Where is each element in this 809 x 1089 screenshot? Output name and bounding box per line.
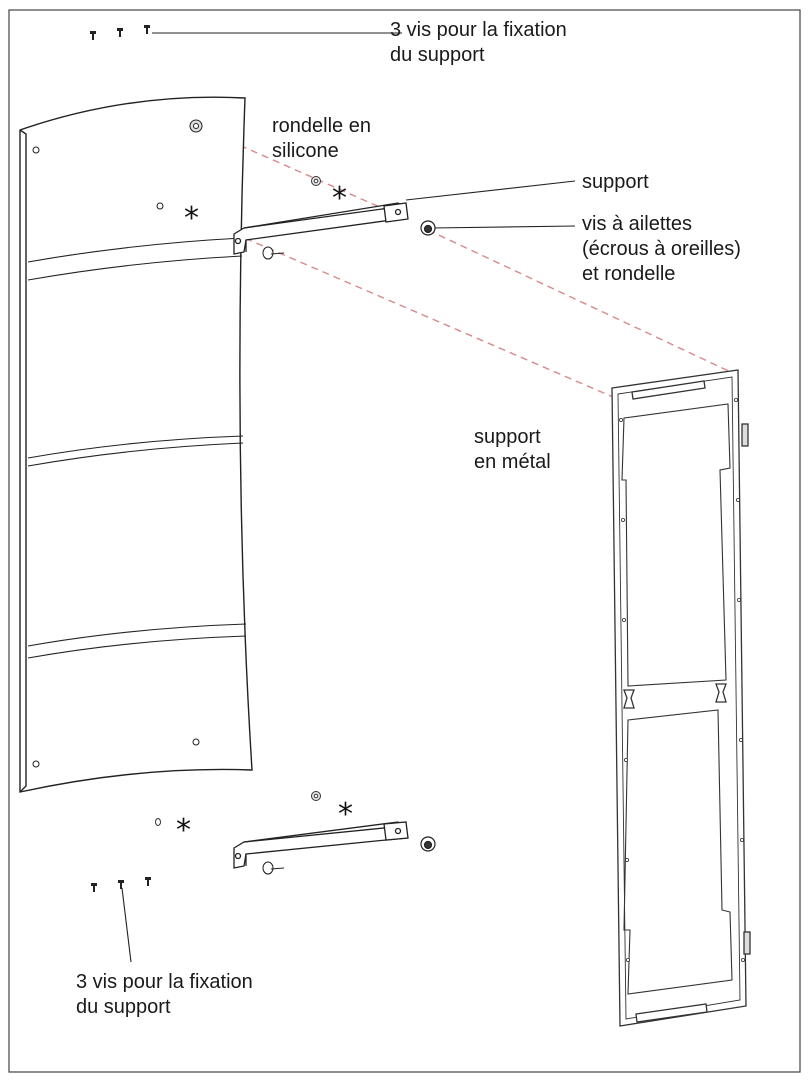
frame-holes (619, 397, 746, 963)
wing-nut-lower (420, 836, 436, 852)
frame-clip-left (623, 689, 635, 709)
screw-icon (90, 31, 96, 40)
hole-icon (156, 202, 164, 210)
label-metal-frame: support en métal (474, 426, 551, 473)
hole-icon (32, 146, 40, 154)
label-wing-screw: vis à ailettes (écrous à oreilles) et ro… (582, 213, 741, 285)
hole-icon (192, 738, 200, 746)
bottom-screws (91, 877, 151, 892)
leader-bracket (405, 180, 576, 201)
screw-icon (118, 880, 124, 889)
metal-frame (611, 369, 751, 1027)
screw-icon (145, 877, 151, 886)
hole-lower-left (155, 818, 161, 826)
frame-clip-right (715, 683, 727, 703)
star-marker: * (176, 813, 191, 848)
panel-standoff-top (189, 119, 203, 133)
screw-icon (91, 883, 97, 892)
top-screws (90, 25, 150, 40)
panel-grooves (27, 237, 247, 659)
hole-icon (32, 760, 40, 768)
star-marker: * (184, 201, 199, 236)
bracket-hole (234, 237, 242, 245)
bolt-lower (262, 861, 285, 875)
panel-outline (19, 96, 253, 793)
diagram-border (8, 9, 801, 1073)
label-bottom-screws: 3 vis pour la fixation du support (76, 971, 253, 1018)
guide-line-right (427, 229, 736, 375)
bracket-hole (394, 827, 402, 835)
wing-nut-upper (420, 220, 436, 236)
curved-panel (19, 96, 253, 793)
leader-lines (121, 32, 576, 963)
leader-wing-screw (431, 225, 576, 229)
silicone-washer-lower (311, 791, 321, 801)
leader-bottom-screws (121, 887, 132, 963)
label-silicone-washer: rondelle en silicone (272, 115, 371, 162)
star-marker: * (338, 797, 353, 832)
silicone-washer-upper (311, 176, 321, 186)
panel-holes (32, 146, 200, 768)
guide-line-left (35, 147, 621, 401)
star-marker: * (332, 181, 347, 216)
bracket-lower (233, 821, 409, 869)
bracket-hole (394, 208, 402, 216)
screw-icon (144, 25, 150, 34)
label-bracket: support (582, 171, 649, 193)
bracket-hole (234, 852, 242, 860)
screw-icon (117, 28, 123, 37)
panel-edge-left (19, 129, 27, 793)
bracket-upper (233, 202, 409, 255)
label-top-screws: 3 vis pour la fixation du support (390, 19, 567, 66)
bolt-upper (262, 246, 285, 260)
